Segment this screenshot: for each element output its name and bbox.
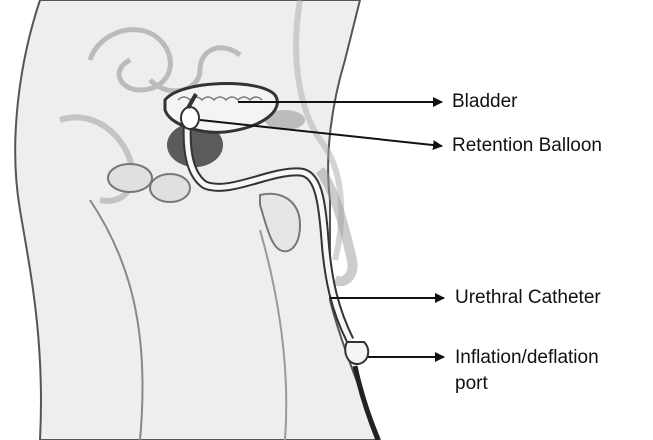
label-inflation-port: Inflation/deflation port [455, 345, 599, 397]
inflation-port [345, 342, 368, 364]
label-bladder: Bladder [452, 89, 518, 115]
pubic-bone [108, 164, 152, 192]
retention-balloon [181, 107, 199, 129]
label-inflation-port-line1: Inflation/deflation [455, 345, 599, 371]
pubic-bone-2 [150, 174, 190, 202]
label-retention-balloon: Retention Balloon [452, 133, 602, 159]
label-urethral-catheter: Urethral Catheter [455, 285, 601, 311]
label-inflation-port-line2: port [455, 371, 599, 397]
